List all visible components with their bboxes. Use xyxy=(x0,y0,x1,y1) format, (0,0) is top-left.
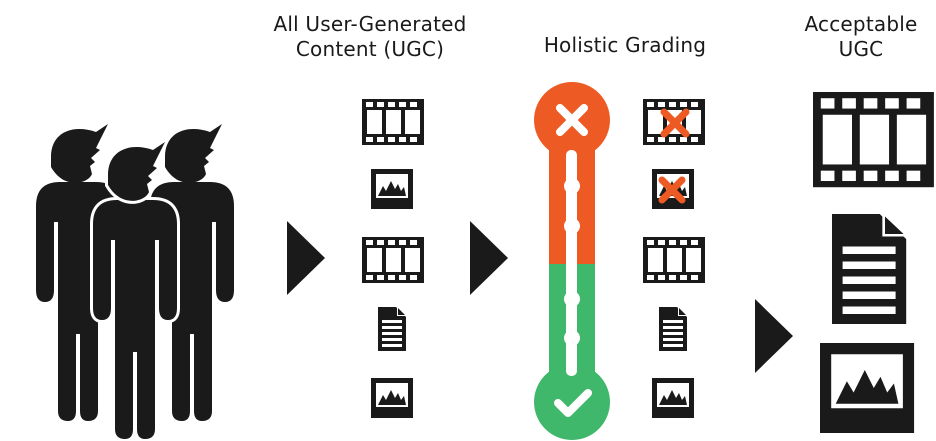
scale-tick xyxy=(564,218,580,234)
scale-tick xyxy=(564,330,580,346)
x-mark-icon xyxy=(556,104,588,136)
image-icon xyxy=(820,343,915,433)
scale-tick xyxy=(564,178,580,194)
acceptable-ugc-title-line1: Acceptable xyxy=(804,12,918,36)
people-group-icon xyxy=(36,124,234,439)
image-icon xyxy=(371,378,413,418)
accept-badge xyxy=(534,364,610,440)
acceptable-ugc-title-line2: UGC xyxy=(838,37,884,61)
document-icon xyxy=(378,307,406,351)
image-icon xyxy=(652,378,694,418)
rejected-film-item xyxy=(643,99,705,145)
document-icon xyxy=(659,307,687,351)
document-icon xyxy=(832,214,907,324)
holistic-grading-title-line1: Holistic Grading xyxy=(543,33,707,57)
scale-track xyxy=(566,150,577,376)
film-strip-icon xyxy=(362,99,424,145)
x-mark-icon xyxy=(660,108,690,138)
arrow-right-icon xyxy=(755,299,793,373)
film-strip-icon xyxy=(643,237,705,283)
holistic-grading-title: Holistic Grading xyxy=(525,33,725,58)
scale-tick xyxy=(564,291,580,307)
arrow-right-icon xyxy=(470,221,508,295)
all-ugc-title-line1: All User-Generated xyxy=(273,12,467,36)
all-ugc-title-line2: Content (UGC) xyxy=(295,37,445,61)
grading-scale xyxy=(534,82,610,440)
film-strip-icon xyxy=(362,237,424,283)
arrow-right-icon xyxy=(287,221,325,295)
x-mark-icon xyxy=(658,176,686,204)
check-mark-icon xyxy=(554,389,592,417)
image-icon xyxy=(371,169,413,209)
acceptable-ugc-title: Acceptable UGC xyxy=(786,12,936,62)
rejected-image-item xyxy=(652,169,694,209)
all-ugc-title: All User-Generated Content (UGC) xyxy=(270,12,470,62)
film-strip-icon xyxy=(813,92,934,188)
